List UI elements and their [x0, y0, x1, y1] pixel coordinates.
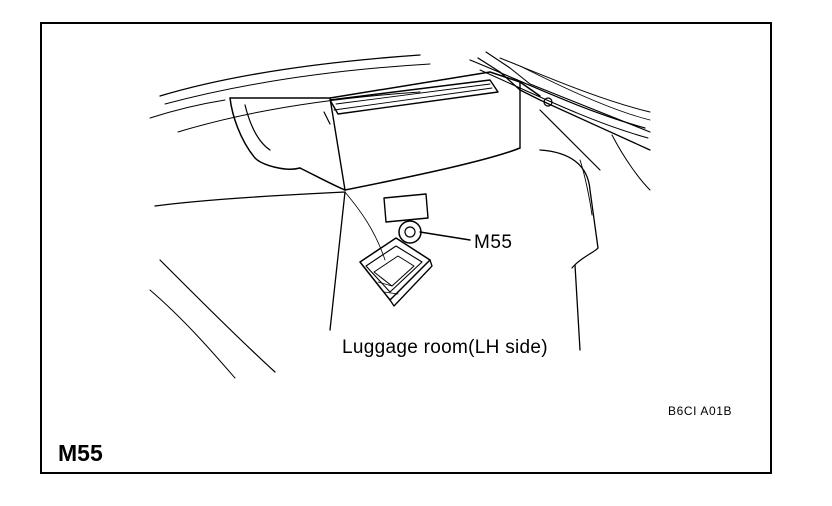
diagram-frame — [40, 22, 772, 474]
connector-callout-label: M55 — [474, 232, 513, 253]
figure-code: B6CI A01B — [668, 404, 733, 418]
connector-title: M55 — [58, 440, 103, 466]
location-caption: Luggage room(LH side) — [342, 337, 548, 358]
